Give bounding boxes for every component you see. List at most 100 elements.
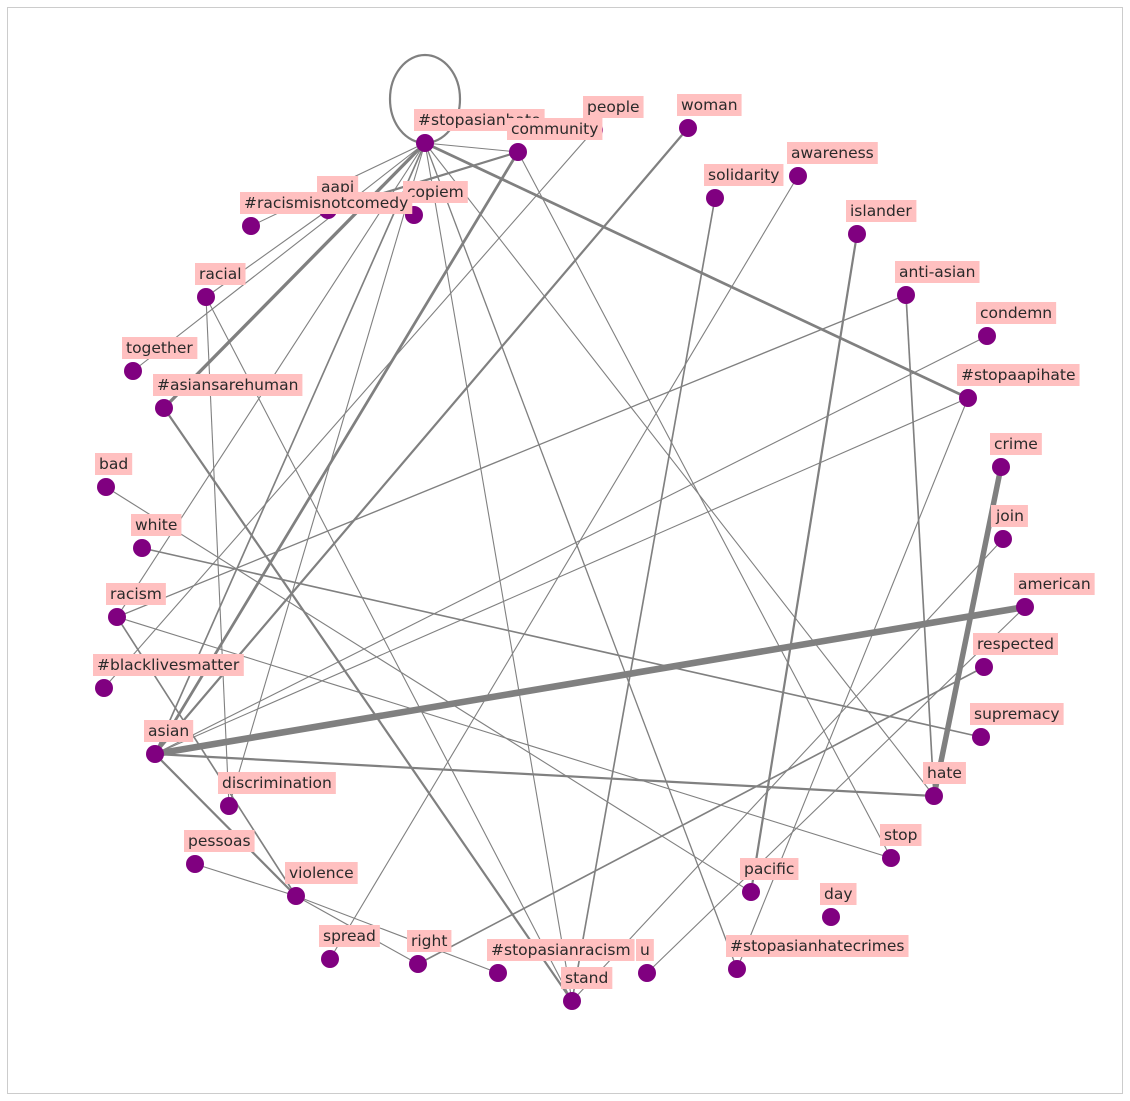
label-background [846, 200, 917, 222]
edge-hashtag-stopasianhate-to-community [424, 142, 519, 153]
node-label-right: right [407, 930, 452, 952]
edge-racism-to-stop [116, 616, 892, 859]
nodes-layer [95, 119, 1034, 1010]
label-background [820, 883, 857, 905]
edge-white-to-supremacy [141, 547, 982, 738]
edge-bad-to-pacific [105, 486, 752, 893]
node-racism [108, 608, 126, 626]
label-text: american [1018, 575, 1091, 593]
edge-asian-to-violence [154, 753, 297, 897]
node-label-hate: hate [923, 762, 966, 784]
node-hashtag-stopasianracism [489, 964, 507, 982]
label-background [923, 762, 966, 784]
node-label-white: white [131, 514, 182, 536]
label-text: supremacy [974, 705, 1060, 723]
node-label-anti-asian: anti-asian [895, 261, 980, 283]
label-background [184, 830, 255, 852]
label-text: crime [994, 435, 1038, 453]
edge-respected-to-right [417, 666, 985, 965]
edge-crime-to-hate [931, 466, 1004, 797]
edge-hashtag-stopasianhate-to-hate [424, 142, 935, 797]
node-hashtag-asiansarehuman [155, 399, 173, 417]
label-background [726, 935, 909, 957]
node-label-islander: islander [846, 200, 917, 222]
node-american [1016, 598, 1034, 616]
edge-racial-to-stand [205, 296, 573, 1002]
edge-hashtag-asiansarehuman-to-stand [163, 407, 573, 1002]
node-u [638, 964, 656, 982]
node-pessoas [186, 855, 204, 873]
edge-woman-to-asian [154, 127, 689, 755]
label-text: discrimination [222, 774, 332, 792]
edge-hashtag-stopasianhate-to-asian [154, 142, 426, 755]
label-text: community [511, 120, 598, 138]
node-join [994, 530, 1012, 548]
label-text: anti-asian [899, 263, 976, 281]
label-text: together [126, 339, 193, 357]
node-label-supremacy: supremacy [970, 703, 1064, 725]
node-islander [848, 225, 866, 243]
label-text: white [135, 516, 177, 534]
label-background [218, 772, 336, 794]
node-label-hashtag-stopasianracism: #stopasianracism [487, 939, 635, 961]
label-background [93, 654, 244, 676]
edge-violence-to-hashtag-stopasianracism [295, 895, 499, 974]
label-background [144, 720, 194, 742]
node-label-hashtag-stopasianhatecrimes: #stopasianhatecrimes [726, 935, 909, 957]
node-community [509, 143, 527, 161]
label-text: awareness [791, 144, 874, 162]
label-background [106, 583, 166, 605]
node-label-stop: stop [880, 824, 922, 846]
edge-hashtag-stopasianhate-to-hashtag-stopasianhatecrimes [424, 142, 738, 970]
node-label-violence: violence [285, 862, 358, 884]
label-text: solidarity [708, 166, 779, 184]
edge-community-to-stop [517, 151, 892, 859]
node-label-day: day [820, 883, 857, 905]
node-solidarity [706, 189, 724, 207]
edge-hashtag-stopasianhate-to-together [132, 142, 426, 372]
label-text: respected [977, 635, 1054, 653]
label-text: #stopasianracism [491, 941, 631, 959]
label-background [285, 862, 358, 884]
label-background [122, 337, 198, 359]
node-white [133, 539, 151, 557]
node-woman [679, 119, 697, 137]
label-background [1014, 573, 1095, 595]
label-background [403, 181, 468, 203]
label-text: pessoas [188, 832, 251, 850]
label-text: day [824, 885, 853, 903]
node-hate [925, 787, 943, 805]
node-condemn [978, 327, 996, 345]
edge-hashtag-stopasianhate-to-hashtag-asiansarehuman [162, 141, 427, 410]
node-right [409, 955, 427, 973]
label-background [407, 930, 452, 952]
node-label-copiem: copiem [403, 181, 468, 203]
label-text: pacific [744, 860, 794, 878]
label-text: u [640, 941, 650, 959]
edge-asian-to-hashtag-stopaapihate [154, 397, 969, 755]
label-background [153, 374, 303, 396]
label-background [636, 939, 654, 961]
node-label-american: american [1014, 573, 1095, 595]
label-text: #stopaapihate [961, 366, 1076, 384]
label-text: racism [110, 585, 162, 603]
node-crime [992, 458, 1010, 476]
node-pacific [742, 883, 760, 901]
node-label-woman: woman [677, 94, 742, 116]
label-background [507, 118, 603, 140]
edge-hashtag-stopasianhate-to-stand [424, 142, 573, 1002]
plot-frame [7, 7, 1123, 1094]
label-background [561, 967, 613, 989]
node-label-discrimination: discrimination [218, 772, 336, 794]
node-spread [321, 950, 339, 968]
node-hashtag-stopaapihate [959, 389, 977, 407]
node-respected [975, 658, 993, 676]
label-background [880, 824, 922, 846]
node-label-racism: racism [106, 583, 166, 605]
node-label-crime: crime [990, 433, 1042, 455]
label-text: violence [289, 864, 354, 882]
label-text: spread [323, 927, 376, 945]
label-background [787, 142, 878, 164]
label-background [973, 633, 1058, 655]
